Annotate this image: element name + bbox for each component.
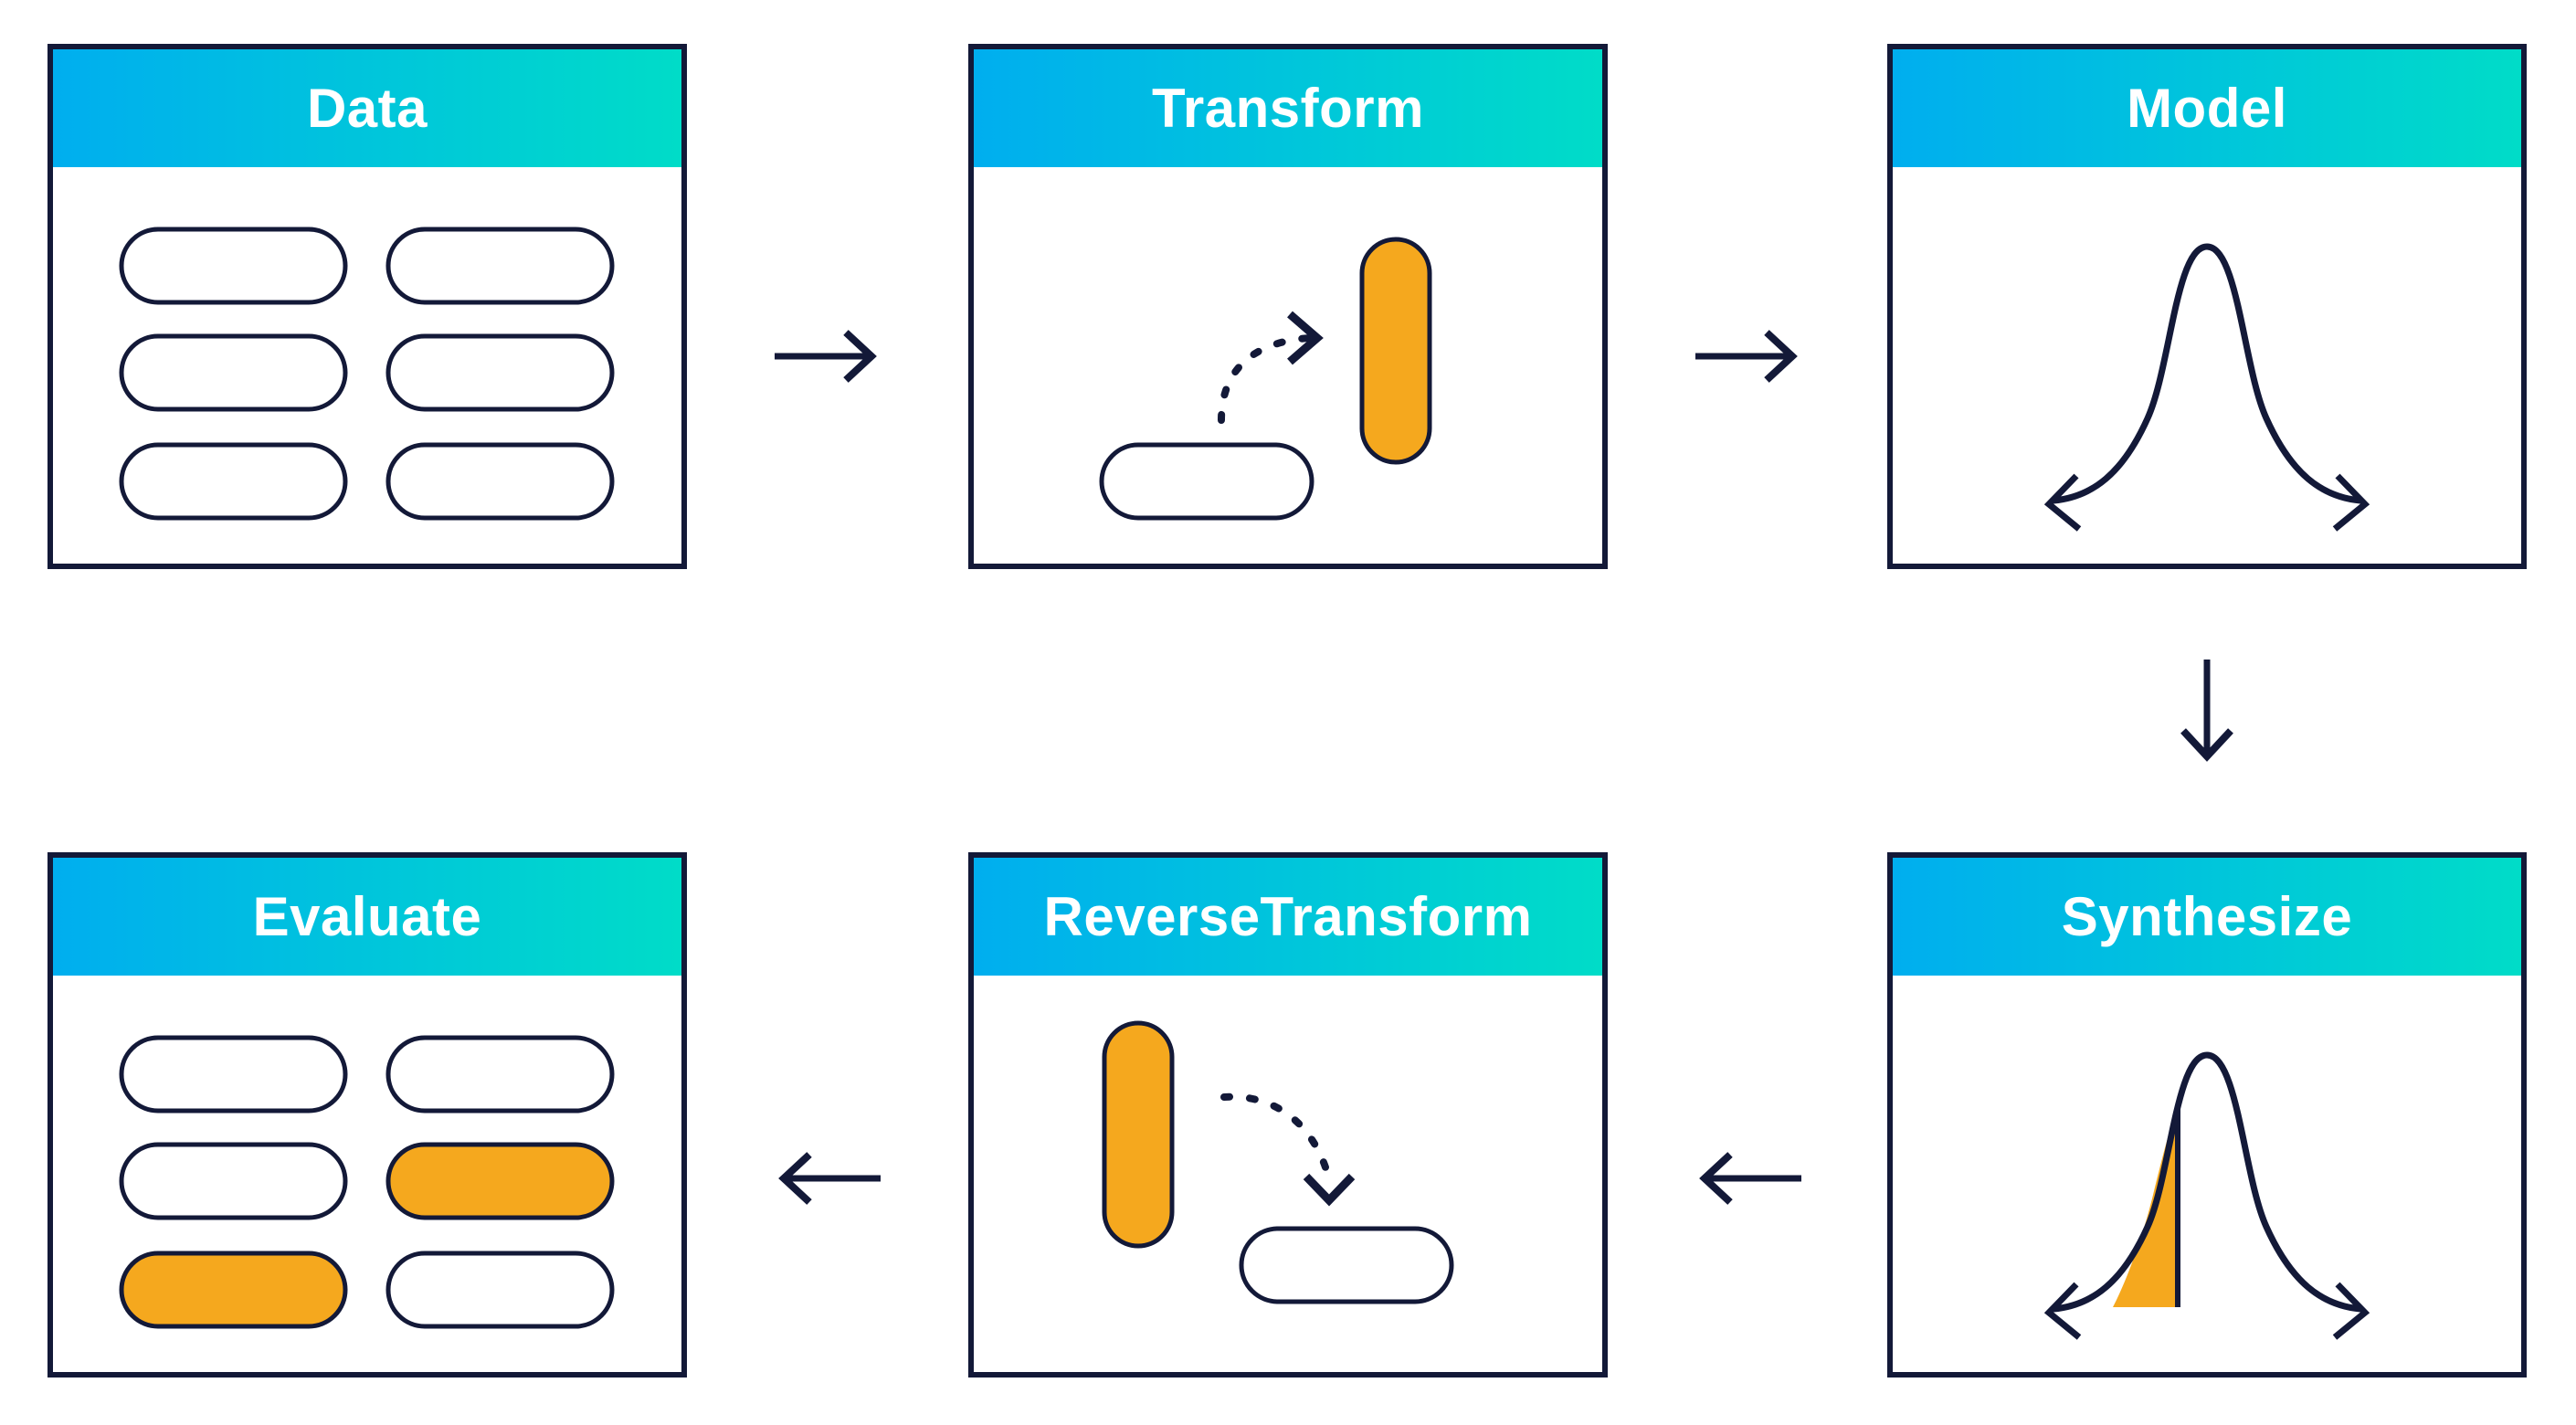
box-model: Model — [1887, 44, 2527, 569]
box-model-title: Model — [2127, 78, 2287, 139]
arrow-reverse-transform-to-evaluate — [778, 1152, 881, 1205]
arrow-transform-to-model — [1695, 330, 1798, 383]
box-evaluate-header: Evaluate — [53, 858, 681, 976]
box-transform-header: Transform — [974, 49, 1602, 167]
arrow-data-to-transform — [775, 330, 877, 383]
box-data-header: Data — [53, 49, 681, 167]
box-evaluate: Evaluate — [48, 852, 687, 1378]
box-transform: Transform — [968, 44, 1608, 569]
arrowhead-down-icon — [1303, 1173, 1356, 1207]
box-reverse-transform: ReverseTransform — [968, 852, 1608, 1378]
box-synthesize-title: Synthesize — [2061, 886, 2353, 947]
dashed-curve-arrow — [1218, 334, 1314, 424]
box-data-title: Data — [306, 78, 428, 139]
dashed-curve-arrow — [1220, 1092, 1333, 1183]
arrowhead-right-icon — [1287, 311, 1324, 365]
box-evaluate-title: Evaluate — [252, 886, 482, 947]
sample-slice-fill — [2113, 1105, 2178, 1307]
box-reverse-transform-header: ReverseTransform — [974, 858, 1602, 976]
box-reverse-transform-title: ReverseTransform — [1043, 886, 1533, 947]
arrow-model-to-synthesize — [2180, 660, 2233, 762]
highlighted-row-icon — [119, 1251, 348, 1329]
arrowhead-left-icon — [2043, 473, 2082, 532]
box-data: Data — [48, 44, 687, 569]
arrowhead-right-icon — [2332, 473, 2370, 532]
highlighted-row-icon — [385, 1142, 615, 1220]
box-synthesize: Synthesize — [1887, 852, 2527, 1378]
arrow-synthesize-to-reverse-transform — [1699, 1152, 1801, 1205]
arrowhead-left-icon — [2043, 1282, 2082, 1340]
arrowhead-right-icon — [2332, 1282, 2370, 1340]
box-transform-title: Transform — [1152, 78, 1424, 139]
box-model-header: Model — [1893, 49, 2521, 167]
box-synthesize-header: Synthesize — [1893, 858, 2521, 976]
